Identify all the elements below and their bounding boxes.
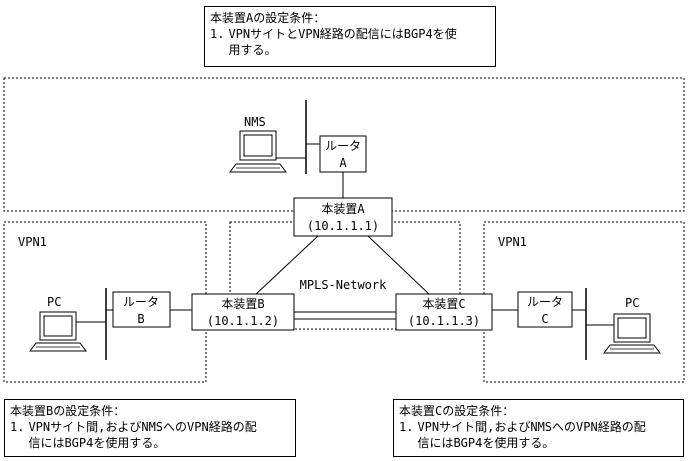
device-b-name: 本装置B: [221, 297, 264, 311]
device-b-config-item-text: VPNサイト間,およびNMSへのVPN経路の配信にはBGP4を使用する。: [28, 419, 256, 451]
device-b: 本装置B (10.1.1.2): [191, 293, 295, 331]
router-c-name: ルータ: [527, 295, 563, 309]
device-a-config-item-number: 1.: [210, 27, 225, 41]
mpls-network-region: [229, 221, 461, 330]
router-c: ルータ C: [517, 291, 573, 328]
device-c-config-item: 1. VPNサイト間,およびNMSへのVPN経路の配信にはBGP4を使用する。: [399, 419, 678, 451]
device-b-address: (10.1.1.2): [207, 314, 279, 328]
router-a: ルータ A: [319, 135, 367, 173]
link-device-a-device-c: [367, 235, 431, 296]
vpn-left-label: VPN1: [18, 235, 47, 249]
device-b-config-item-text-line1: VPNサイト間,およびNMSへのVPN経路の配: [28, 420, 257, 434]
device-c-address: (10.1.1.3): [408, 314, 480, 328]
device-a-config-item-text-line1: VPNサイトとVPN経路の配信にはBGP4を使: [228, 27, 457, 41]
vpn-right-label: VPN1: [498, 235, 527, 249]
device-a-config-item-text-line2: 用する。: [228, 43, 277, 57]
device-c-config-item-text: VPNサイト間,およびNMSへのVPN経路の配信にはBGP4を使用する。: [417, 419, 645, 451]
pc-right-label: PC: [625, 296, 639, 310]
device-c-config-item-number: 1.: [399, 420, 414, 434]
device-a-config-title: 本装置Aの設定条件：: [210, 11, 326, 25]
device-a-config-item: 1. VPNサイトとVPN経路の配信にはBGP4を使用する。: [210, 26, 490, 58]
router-b-name: ルータ: [123, 295, 159, 309]
device-c-config-note: 本装置Cの設定条件： 1. VPNサイト間,およびNMSへのVPN経路の配信には…: [393, 399, 684, 457]
pc-left-label: PC: [47, 295, 61, 309]
router-c-id: C: [541, 312, 548, 326]
router-a-id: A: [339, 156, 347, 170]
device-c-config-title: 本装置Cの設定条件：: [399, 404, 515, 418]
router-b: ルータ B: [112, 291, 171, 328]
device-b-config-item-text-line2: 信にはBGP4を使用する。: [28, 436, 166, 450]
device-c: 本装置C (10.1.1.3): [395, 293, 493, 331]
router-a-name: ルータ: [325, 139, 361, 153]
device-b-config-title: 本装置Bの設定条件：: [10, 404, 126, 418]
pc-right-icon: [603, 313, 661, 354]
nms-computer-icon: [229, 130, 287, 173]
link-device-a-device-b: [254, 235, 319, 296]
mpls-network-label: MPLS-Network: [300, 278, 387, 292]
device-b-config-item: 1. VPNサイト間,およびNMSへのVPN経路の配信にはBGP4を使用する。: [10, 419, 290, 451]
device-a-config-note: 本装置Aの設定条件： 1. VPNサイトとVPN経路の配信にはBGP4を使用する…: [204, 6, 496, 67]
device-c-name: 本装置C: [422, 297, 465, 311]
device-b-config-item-number: 1.: [10, 420, 25, 434]
router-b-id: B: [137, 312, 144, 326]
device-a-config-item-text: VPNサイトとVPN経路の配信にはBGP4を使用する。: [228, 26, 456, 58]
device-c-config-item-text-line2: 信にはBGP4を使用する。: [417, 436, 555, 450]
device-a-address: (10.1.1.1): [307, 219, 379, 233]
device-a-name: 本装置A: [321, 202, 365, 216]
device-c-config-item-text-line1: VPNサイト間,およびNMSへのVPN経路の配: [417, 420, 646, 434]
device-a: 本装置A (10.1.1.1): [293, 197, 393, 237]
pc-left-icon: [29, 311, 87, 352]
device-b-config-note: 本装置Bの設定条件： 1. VPNサイト間,およびNMSへのVPN経路の配信には…: [4, 399, 296, 457]
nms-label: NMS: [244, 115, 266, 129]
